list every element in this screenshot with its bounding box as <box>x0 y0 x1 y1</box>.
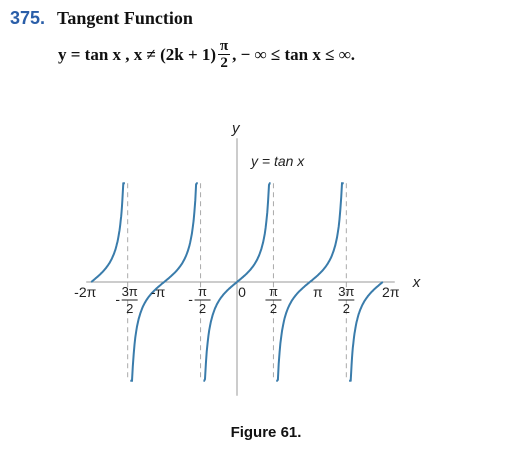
tick-label-sign: - <box>115 291 120 307</box>
fraction-bar <box>218 54 231 55</box>
fraction-denominator: 2 <box>220 55 228 71</box>
formula: y = tan x , x ≠ (2k + 1) π 2 , − ∞ ≤ tan… <box>58 38 355 71</box>
formula-prefix: y = tan x , x ≠ (2k + 1) <box>58 44 217 64</box>
tick-label: 2 <box>199 301 206 316</box>
tick-label-sign: - <box>188 291 193 307</box>
tick-label: 2 <box>126 301 133 316</box>
y-axis-label: y <box>231 120 241 137</box>
tan-branch <box>203 182 271 382</box>
problem-number: 375. <box>10 8 46 28</box>
tan-branch <box>130 182 198 382</box>
problem-title: Tangent Function <box>57 8 193 28</box>
tick-label: 3π <box>338 284 354 299</box>
tick-label: -2π <box>74 284 96 300</box>
formula-suffix: , − ∞ ≤ tan x ≤ ∞. <box>232 44 356 64</box>
curve-label: y = tan x <box>250 153 305 169</box>
tan-branch <box>90 182 125 283</box>
tick-label: 3π <box>122 284 138 299</box>
formula-fraction: π 2 <box>218 38 231 71</box>
tick-label: π <box>198 284 207 299</box>
fraction-numerator: π <box>220 38 229 54</box>
tick-label: π <box>269 284 278 299</box>
tick-label: 2 <box>270 301 277 316</box>
problem-heading: 375. Tangent Function <box>10 8 193 29</box>
tan-branch <box>276 182 344 382</box>
tick-label: π <box>313 284 323 300</box>
tick-label: 0 <box>238 284 246 300</box>
tick-label: 2π <box>382 284 400 300</box>
x-axis-label: x <box>412 274 421 291</box>
tan-branch <box>349 281 384 382</box>
figure-caption: Figure 61. <box>230 424 302 441</box>
tick-label: 2 <box>343 301 350 316</box>
tick-label: -π <box>151 284 166 300</box>
